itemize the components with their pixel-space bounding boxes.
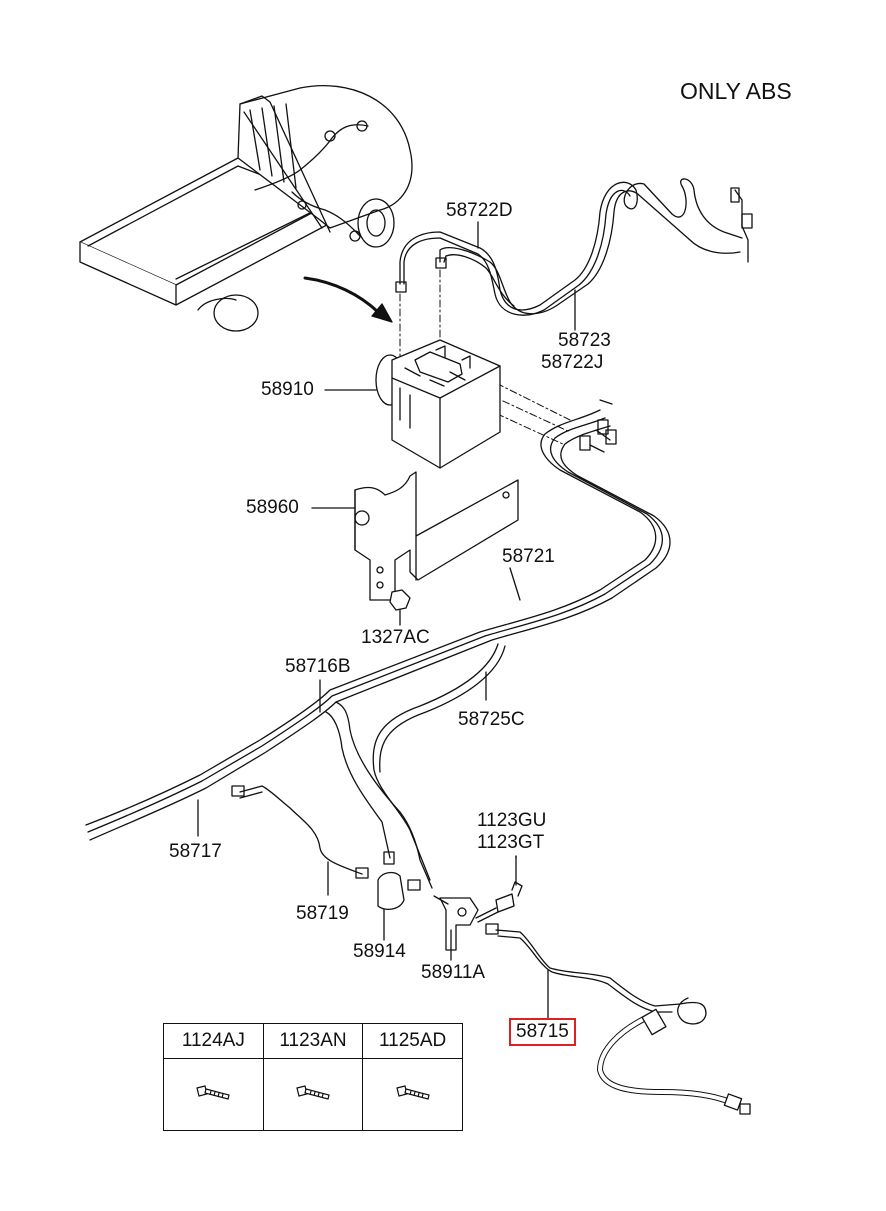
bolt-icon bbox=[395, 1084, 430, 1100]
part-label-58715-highlighted[interactable]: 58715 bbox=[509, 1018, 576, 1046]
bolt-1123gu bbox=[475, 855, 523, 923]
part-label-58721[interactable]: 58721 bbox=[502, 546, 555, 567]
part-label-58722j[interactable]: 58722J bbox=[541, 352, 604, 373]
bolt-icon bbox=[196, 1084, 231, 1100]
fastener-cell-3 bbox=[362, 1058, 463, 1131]
part-label-58914[interactable]: 58914 bbox=[353, 941, 406, 962]
part-label-1327ac[interactable]: 1327AC bbox=[361, 627, 430, 648]
fastener-code-1124aj[interactable]: 1124AJ bbox=[163, 1023, 264, 1059]
brake-hose-58715 bbox=[485, 923, 751, 1115]
part-label-58719[interactable]: 58719 bbox=[296, 903, 349, 924]
abs-note: ONLY ABS bbox=[680, 78, 792, 104]
part-label-58725c[interactable]: 58725C bbox=[458, 709, 525, 730]
part-label-58716b[interactable]: 58716B bbox=[285, 656, 351, 677]
brake-tube-58721 bbox=[85, 399, 671, 889]
connector-58911a bbox=[433, 895, 479, 961]
part-label-58722d[interactable]: 58722D bbox=[446, 200, 513, 221]
brake-tube-58722d bbox=[395, 178, 753, 331]
part-label-58910[interactable]: 58910 bbox=[261, 379, 314, 400]
part-label-58723[interactable]: 58723 bbox=[558, 330, 611, 351]
bolt-icon bbox=[296, 1084, 330, 1100]
part-label-58911a[interactable]: 58911A bbox=[421, 962, 486, 983]
connector-58914 bbox=[377, 871, 405, 941]
part-label-58960[interactable]: 58960 bbox=[246, 497, 299, 518]
bracket-58960 bbox=[311, 471, 519, 626]
hecu-58910 bbox=[324, 339, 501, 469]
part-label-1123gt[interactable]: 1123GT bbox=[477, 832, 545, 853]
truck-illustration bbox=[79, 84, 413, 332]
brake-tube-58719 bbox=[231, 785, 421, 896]
part-label-58717[interactable]: 58717 bbox=[169, 841, 222, 862]
fastener-table: 1124AJ 1123AN 1125AD bbox=[163, 1023, 463, 1131]
fastener-header-row: 1124AJ 1123AN 1125AD bbox=[163, 1023, 463, 1059]
fastener-image-row bbox=[163, 1058, 463, 1131]
fastener-cell-2 bbox=[262, 1058, 364, 1131]
fastener-cell-1 bbox=[163, 1058, 264, 1131]
fastener-code-1123an[interactable]: 1123AN bbox=[262, 1023, 364, 1059]
fastener-code-1125ad[interactable]: 1125AD bbox=[362, 1023, 463, 1059]
part-label-1123gu[interactable]: 1123GU bbox=[477, 810, 547, 831]
